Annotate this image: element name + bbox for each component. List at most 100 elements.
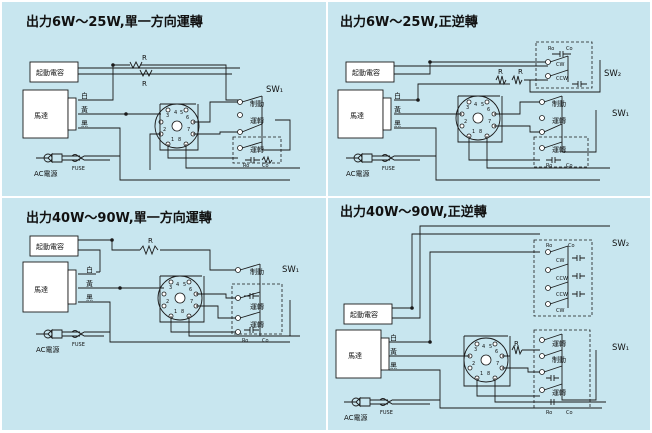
motor-label: 馬達 [348,351,362,360]
ac-plug: AC電源 FUSE [346,152,436,178]
svg-text:8: 8 [487,371,490,377]
svg-text:3: 3 [474,347,477,353]
brake-label: 制動 [552,99,566,108]
resistor-r-label: R [142,80,147,88]
svg-text:4: 4 [474,102,477,108]
resistor-r-label: R [142,54,147,62]
cw-label: CW [556,258,564,264]
co-label: Co [566,410,573,416]
cw-label: CW [556,62,564,68]
sw1-switch: 制動 運轉 運轉 Ro Co SW₁ [232,85,291,169]
motor-label: 馬達 [34,111,48,120]
svg-text:3: 3 [166,113,169,119]
ac-power-label: AC電源 [34,169,58,178]
ccw-label: CCW [556,76,568,82]
motor: 起動電容 馬達 [335,303,393,379]
ac-plug: AC電源 FUSE [36,328,110,354]
resistor-r-label: R [518,68,523,76]
sw2-label: SW₂ [604,69,621,79]
ro-label: Ro [546,410,552,416]
svg-text:5: 5 [180,110,183,116]
wire-black-label: 黑 [394,120,401,128]
svg-text:6: 6 [487,107,490,113]
ro-label: Ro [548,46,554,52]
motor-label: 馬達 [34,285,48,294]
run-label: 運轉 [552,116,566,125]
svg-text:7: 7 [187,127,190,133]
sw1-switch: 制動 運轉 運轉 Ro Co SW₁ [231,263,299,344]
co-label: Co [262,338,269,344]
wire-yellow-label: 黃 [86,279,93,288]
capacitor-label: 起動電容 [352,68,380,77]
sw1-switch: 運轉 制動 運轉 Ro Co SW₁ [533,329,629,416]
svg-text:2: 2 [163,127,166,133]
svg-text:5: 5 [481,102,484,108]
resistor-r-label: R [514,340,519,348]
svg-text:1: 1 [480,371,483,377]
ac-plug: AC電源 FUSE [344,396,440,422]
wire-yellow-label: 黃 [81,105,88,114]
ccw-label: CCW [556,292,568,298]
wire-yellow-label: 黃 [394,105,401,114]
svg-text:3: 3 [466,105,469,111]
panel-title: 出力40W～90W,單一方向運轉 [26,210,212,226]
ro-label: Ro [546,243,552,249]
panel-title: 出力6W～25W,單一方向運轉 [26,14,203,30]
sw1-switch: 制動 運轉 運轉 Ro Co SW₁ [533,95,629,169]
svg-text:8: 8 [479,129,482,135]
svg-text:1: 1 [472,129,475,135]
wire-white-label: 白 [394,91,401,100]
svg-text:6: 6 [189,287,192,293]
run-label: 運轉 [552,388,566,397]
motor-label: 馬達 [350,111,364,120]
fuse-label: FUSE [72,342,85,348]
ro-label: Ro [243,163,249,169]
motor: 起動電容 馬達 [22,61,79,139]
sw1-label: SW₁ [612,109,629,119]
svg-text:7: 7 [488,119,491,125]
svg-text:5: 5 [489,344,492,350]
sw2-switch: CW CCW CCW CW Ro Co SW₂ [533,239,629,317]
wire-black-label: 黑 [86,294,93,302]
svg-text:2: 2 [464,119,467,125]
svg-text:8: 8 [178,137,181,143]
ac-power-label: AC電源 [344,413,368,422]
co-label: Co [568,243,575,249]
brake-label: 制動 [250,267,264,276]
svg-text:4: 4 [482,344,485,350]
svg-text:4: 4 [176,282,179,288]
run-label: 運轉 [552,339,566,348]
run-label: 運轉 [552,145,566,154]
cw-label: CW [556,308,564,314]
brake-label: 制動 [250,99,264,108]
co-label: Co [566,46,573,52]
fuse-label: FUSE [380,410,393,416]
svg-text:2: 2 [166,299,169,305]
panel-title: 出力40W～90W,正逆轉 [340,204,487,220]
sw1-label: SW₁ [266,85,283,95]
capacitor-label: 起動電容 [36,68,64,77]
svg-text:1: 1 [174,309,177,315]
panel-title: 出力6W～25W,正逆轉 [340,14,478,30]
wire-white-label: 白 [81,91,88,100]
svg-text:4: 4 [174,110,177,116]
co-label: Co [566,163,573,169]
ac-power-label: AC電源 [346,169,370,178]
capacitor-label: 起動電容 [36,242,64,251]
fuse-label: FUSE [72,166,85,172]
ro-label: Ro [242,338,248,344]
run-label: 運轉 [250,320,264,329]
capacitor-label: 起動電容 [350,310,378,319]
ac-plug: AC電源 FUSE [34,152,120,178]
wire-black-label: 黑 [390,362,397,370]
fuse-label: FUSE [382,166,395,172]
sw2-label: SW₂ [612,239,629,249]
motor: 起動電容 馬達 [337,61,395,139]
svg-text:7: 7 [496,361,499,367]
svg-text:1: 1 [171,137,174,143]
svg-text:2: 2 [472,361,475,367]
